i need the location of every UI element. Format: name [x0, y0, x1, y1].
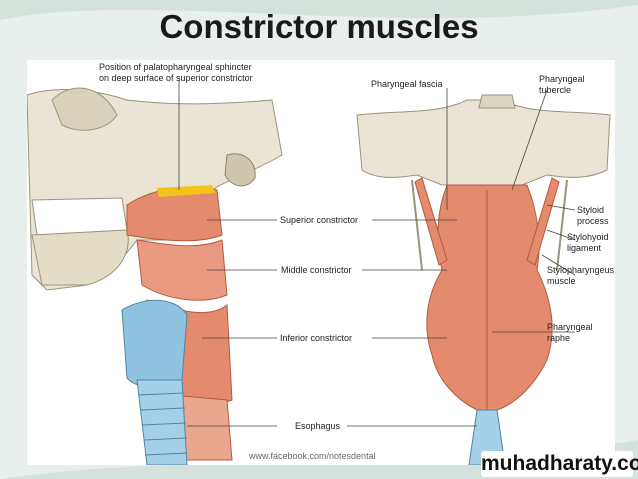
skull-base-posterior — [356, 94, 611, 186]
label-pharyngeal-tubercle-line1: Pharyngeal — [539, 74, 585, 84]
label-palatopharyngeal-line2: on deep surface of superior constrictor — [99, 73, 253, 83]
watermark-text: www.facebook.com/notesdental — [249, 451, 376, 461]
skull-lateral — [27, 87, 283, 291]
pharynx-posterior — [411, 177, 568, 465]
label-stylopharyngeus-line1: Stylopharyngeus — [547, 265, 615, 275]
label-pharyngeal-tubercle-line2: tubercle — [539, 85, 572, 95]
label-palatopharyngeal-line1: Position of palatopharyngeal sphincter — [99, 62, 252, 72]
label-styloid-line2: process — [577, 216, 609, 226]
label-stylohyoid-line2: ligament — [567, 243, 602, 253]
label-pharyngeal-fascia: Pharyngeal fascia — [371, 79, 443, 89]
anatomy-figure: Position of palatopharyngeal sphincter o… — [27, 60, 615, 465]
leader-lines — [178, 80, 576, 427]
label-stylopharyngeus-line2: muscle — [547, 276, 576, 286]
label-middle-constrictor: Middle constrictor — [281, 265, 352, 275]
brand-logo[interactable]: muhadharaty.com — [481, 451, 638, 477]
label-superior-constrictor: Superior constrictor — [280, 215, 359, 225]
label-stylohyoid-line1: Stylohyoid — [567, 232, 609, 242]
label-raphe-line1: Pharyngeal — [547, 322, 593, 332]
slide-title: Constrictor muscles — [159, 8, 479, 45]
label-inferior-constrictor: Inferior constrictor — [280, 333, 353, 343]
label-raphe-line2: raphe — [547, 333, 571, 343]
larynx-trachea-lateral — [121, 299, 188, 465]
label-esophagus: Esophagus — [295, 421, 341, 431]
label-styloid-line1: Styloid — [577, 205, 605, 215]
anatomy-illustration — [27, 80, 611, 465]
